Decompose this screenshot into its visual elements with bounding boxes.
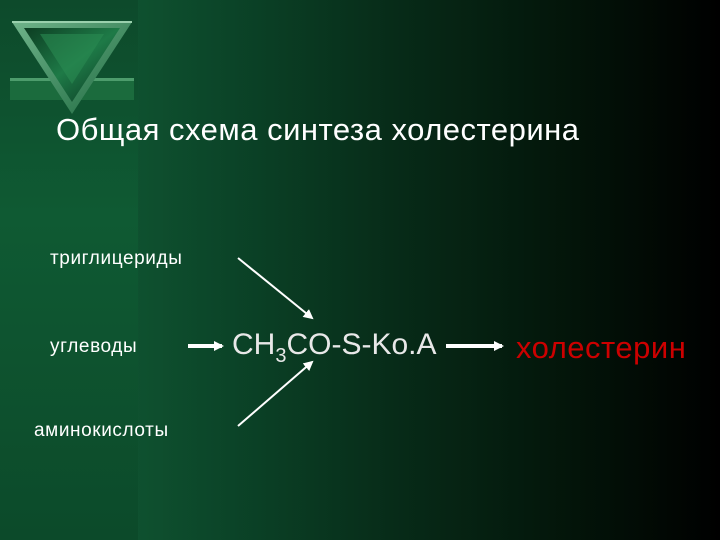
source-carbohydrates: углеводы bbox=[50, 336, 138, 357]
source-amino-acids: аминокислоты bbox=[34, 420, 169, 441]
green-triangle-emblem-icon bbox=[10, 21, 134, 114]
arrow-amino-acids-to-acetyl-coa bbox=[237, 360, 314, 427]
arrow-triglycerides-to-acetyl-coa bbox=[237, 257, 314, 320]
formula-part-ch: CH bbox=[232, 328, 276, 361]
formula-part-co-s-koa: CO-S-Ko.A bbox=[286, 328, 437, 361]
product-cholesterol: холестерин bbox=[516, 330, 687, 365]
formula-subscript: 3 bbox=[275, 345, 287, 367]
page-title: Общая схема синтеза холестерина bbox=[56, 112, 580, 147]
source-triglycerides: триглицериды bbox=[50, 248, 183, 269]
acetyl-coa-formula: CH3CO-S-Ko.A bbox=[232, 328, 437, 367]
